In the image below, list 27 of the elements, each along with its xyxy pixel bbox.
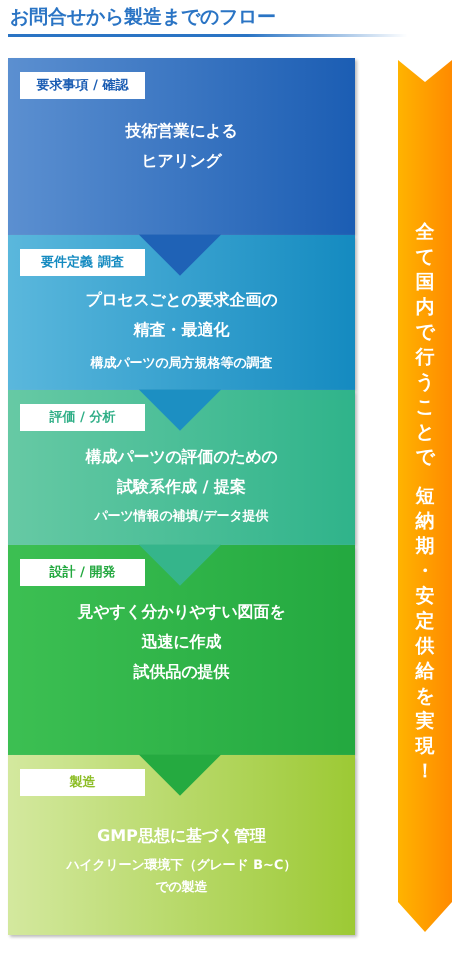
chevron-arrow — [138, 754, 222, 796]
stage-panel — [8, 755, 355, 935]
step-text: 構成パーツの評価のための試験系作成 / 提案 — [84, 446, 278, 498]
step-tag: 要件定義 調査 — [20, 249, 145, 276]
chevron-arrow — [138, 544, 222, 586]
vertical-text: 全て国内で行うことで — [414, 220, 436, 470]
step-text: 試供品の提供 — [132, 661, 230, 683]
step-tag: 設計 / 開発 — [20, 559, 145, 586]
arrow-band — [398, 60, 452, 932]
vertical-text: 短納期・安定供給を実現！ — [414, 484, 436, 784]
step-text: パーツ情報の補填/データ提供 — [93, 508, 270, 526]
step-text: プロセスごとの要求企画の精査・最適化 — [84, 289, 278, 341]
step-text: 見やすく分かりやすい図面を迅速に作成 — [76, 601, 286, 653]
stage-panel — [8, 390, 355, 545]
step-tag: 製造 — [20, 769, 145, 796]
stage-panel — [8, 58, 355, 235]
title: お問合せから製造までのフロー — [10, 5, 276, 30]
step-text: ハイクリーン環境下（グレード B~C）での製造 — [64, 856, 298, 897]
stage-panel — [8, 545, 355, 755]
step-tag: 要求事項 / 確認 — [20, 72, 145, 99]
step-text: GMP思想に基づく管理 — [96, 825, 267, 847]
stage-panel — [8, 235, 355, 390]
step-text: 構成パーツの局方規格等の調査 — [89, 354, 274, 373]
step-tag: 評価 / 分析 — [20, 404, 145, 431]
step-text: 技術営業によるヒアリング — [124, 120, 238, 172]
chevron-arrow — [138, 234, 222, 276]
chevron-arrow — [138, 390, 222, 431]
